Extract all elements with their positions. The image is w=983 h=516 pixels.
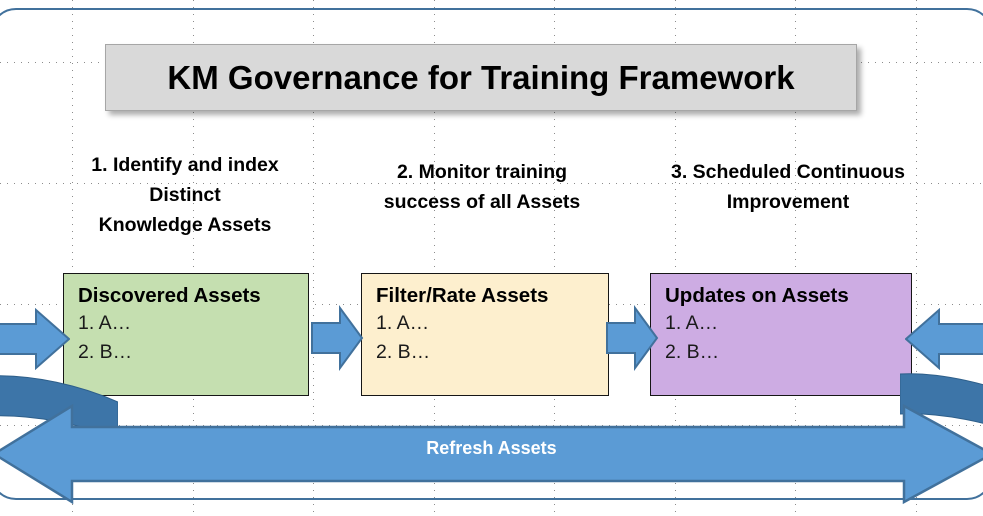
arrow-right-icon — [606, 305, 659, 371]
refresh-assets-arrow[interactable] — [0, 403, 983, 505]
step-caption-1-line-2: Distinct — [149, 184, 221, 207]
stage-2-item-1: 1. A… — [376, 312, 430, 335]
step-caption-3-line-2: Improvement — [726, 191, 850, 214]
stage-2-item-2: 2. B… — [376, 340, 431, 363]
stage-1-item-2: 2. B… — [78, 340, 133, 363]
stage-3-title: Updates on Assets — [665, 284, 849, 307]
step-caption-2: 2. Monitor training success of all Asset… — [348, 157, 616, 217]
curved-return-band-icon — [900, 373, 983, 424]
guide-vline — [72, 0, 73, 516]
step-caption-2-line-1: 2. Monitor training — [396, 161, 568, 183]
page-title: KM Governance for Training Framework — [167, 58, 795, 96]
step-caption-1-line-1: 1. Identify and index — [91, 154, 279, 176]
stage-box-updates-on-assets[interactable]: Updates on Assets 1. A… 2. B… — [650, 273, 912, 396]
guide-vline — [554, 0, 555, 516]
stage-2-title: Filter/Rate Assets — [376, 284, 549, 307]
page-title-box: KM Governance for Training Framework — [105, 44, 857, 111]
stage-3-item-1: 1. A… — [665, 312, 719, 335]
guide-vline — [313, 0, 314, 516]
step-caption-3: 3. Scheduled Continuous Improvement — [634, 157, 942, 217]
guide-vline — [675, 0, 676, 516]
guide-vline — [434, 0, 435, 516]
arrow-right-icon — [0, 308, 70, 370]
step-caption-2-line-2: success of all Assets — [383, 191, 581, 214]
step-caption-1-line-3: Knowledge Assets — [98, 214, 272, 237]
guide-vline — [916, 0, 917, 516]
slide-outer-frame — [0, 8, 983, 500]
guide-vline — [795, 0, 796, 516]
arrow-left-icon — [905, 308, 983, 370]
stage-3-item-2: 2. B… — [665, 340, 720, 363]
stage-box-filter-rate-assets[interactable]: Filter/Rate Assets 1. A… 2. B… — [361, 273, 609, 396]
step-caption-1: 1. Identify and index Distinct Knowledge… — [40, 150, 330, 241]
stage-box-discovered-assets[interactable]: Discovered Assets 1. A… 2. B… — [63, 273, 309, 396]
arrow-right-icon — [311, 305, 364, 371]
guide-hline — [0, 425, 983, 426]
step-caption-3-line-1: 3. Scheduled Continuous — [670, 161, 905, 183]
curved-return-band-icon — [0, 375, 118, 440]
stage-1-item-1: 1. A… — [78, 312, 132, 335]
stage-1-title: Discovered Assets — [78, 284, 261, 307]
guide-vline — [193, 0, 194, 516]
guide-hline — [0, 183, 983, 184]
